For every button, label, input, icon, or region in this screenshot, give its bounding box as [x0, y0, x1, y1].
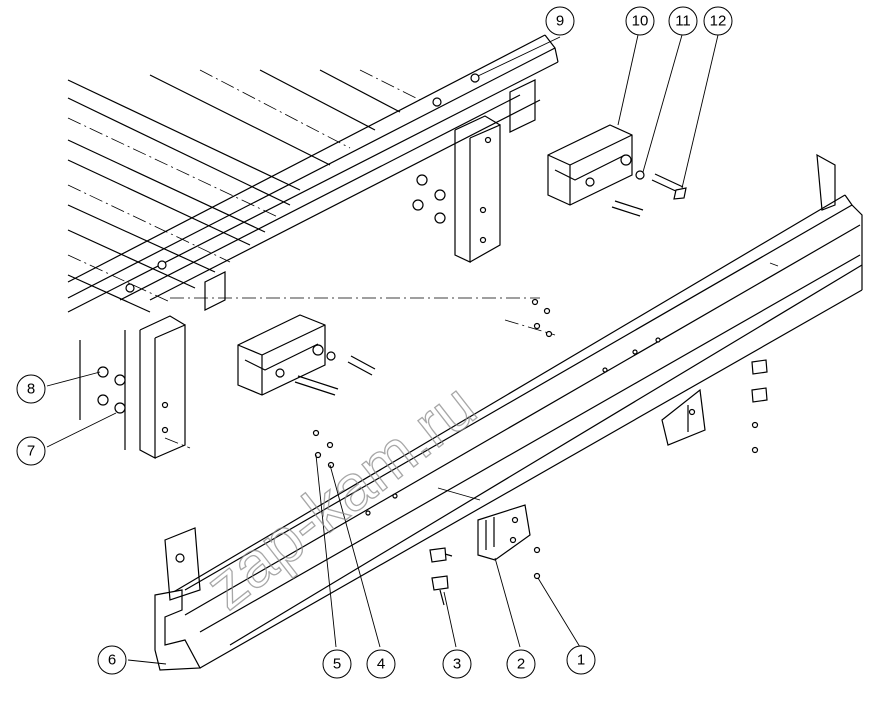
callout-6: 6: [97, 645, 127, 675]
callout-12: 12: [703, 6, 733, 36]
mounting-bracket-front: [477, 504, 531, 561]
svg-text:12: 12: [710, 13, 727, 30]
leader-lines: [46, 34, 719, 665]
callout-10: 10: [625, 6, 655, 36]
callout-1: 1: [566, 645, 596, 675]
svg-text:5: 5: [333, 656, 341, 673]
svg-text:6: 6: [108, 652, 116, 669]
svg-text:3: 3: [453, 656, 461, 673]
svg-text:10: 10: [632, 13, 649, 30]
bumper-beam: [154, 153, 863, 671]
callout-11: 11: [668, 6, 698, 36]
mounting-bracket-rear: [661, 388, 706, 446]
svg-text:4: 4: [377, 656, 385, 673]
callout-2: 2: [506, 649, 536, 679]
callout-9: 9: [545, 6, 575, 36]
svg-text:2: 2: [517, 656, 525, 673]
svg-text:9: 9: [556, 13, 564, 30]
buffer-block-right: [547, 124, 633, 206]
svg-text:7: 7: [27, 443, 35, 460]
callout-4: 4: [366, 649, 396, 679]
loose-fasteners: [312, 298, 768, 606]
svg-text:8: 8: [27, 381, 35, 398]
buffer-bolts: [294, 170, 687, 396]
buffer-block-left: [237, 314, 326, 396]
svg-text:11: 11: [675, 13, 691, 30]
callout-3: 3: [442, 649, 472, 679]
platform-deck: [67, 34, 559, 459]
callout-8: 8: [16, 374, 46, 404]
callout-7: 7: [16, 436, 46, 466]
callout-5: 5: [322, 649, 352, 679]
svg-text:1: 1: [577, 652, 585, 669]
